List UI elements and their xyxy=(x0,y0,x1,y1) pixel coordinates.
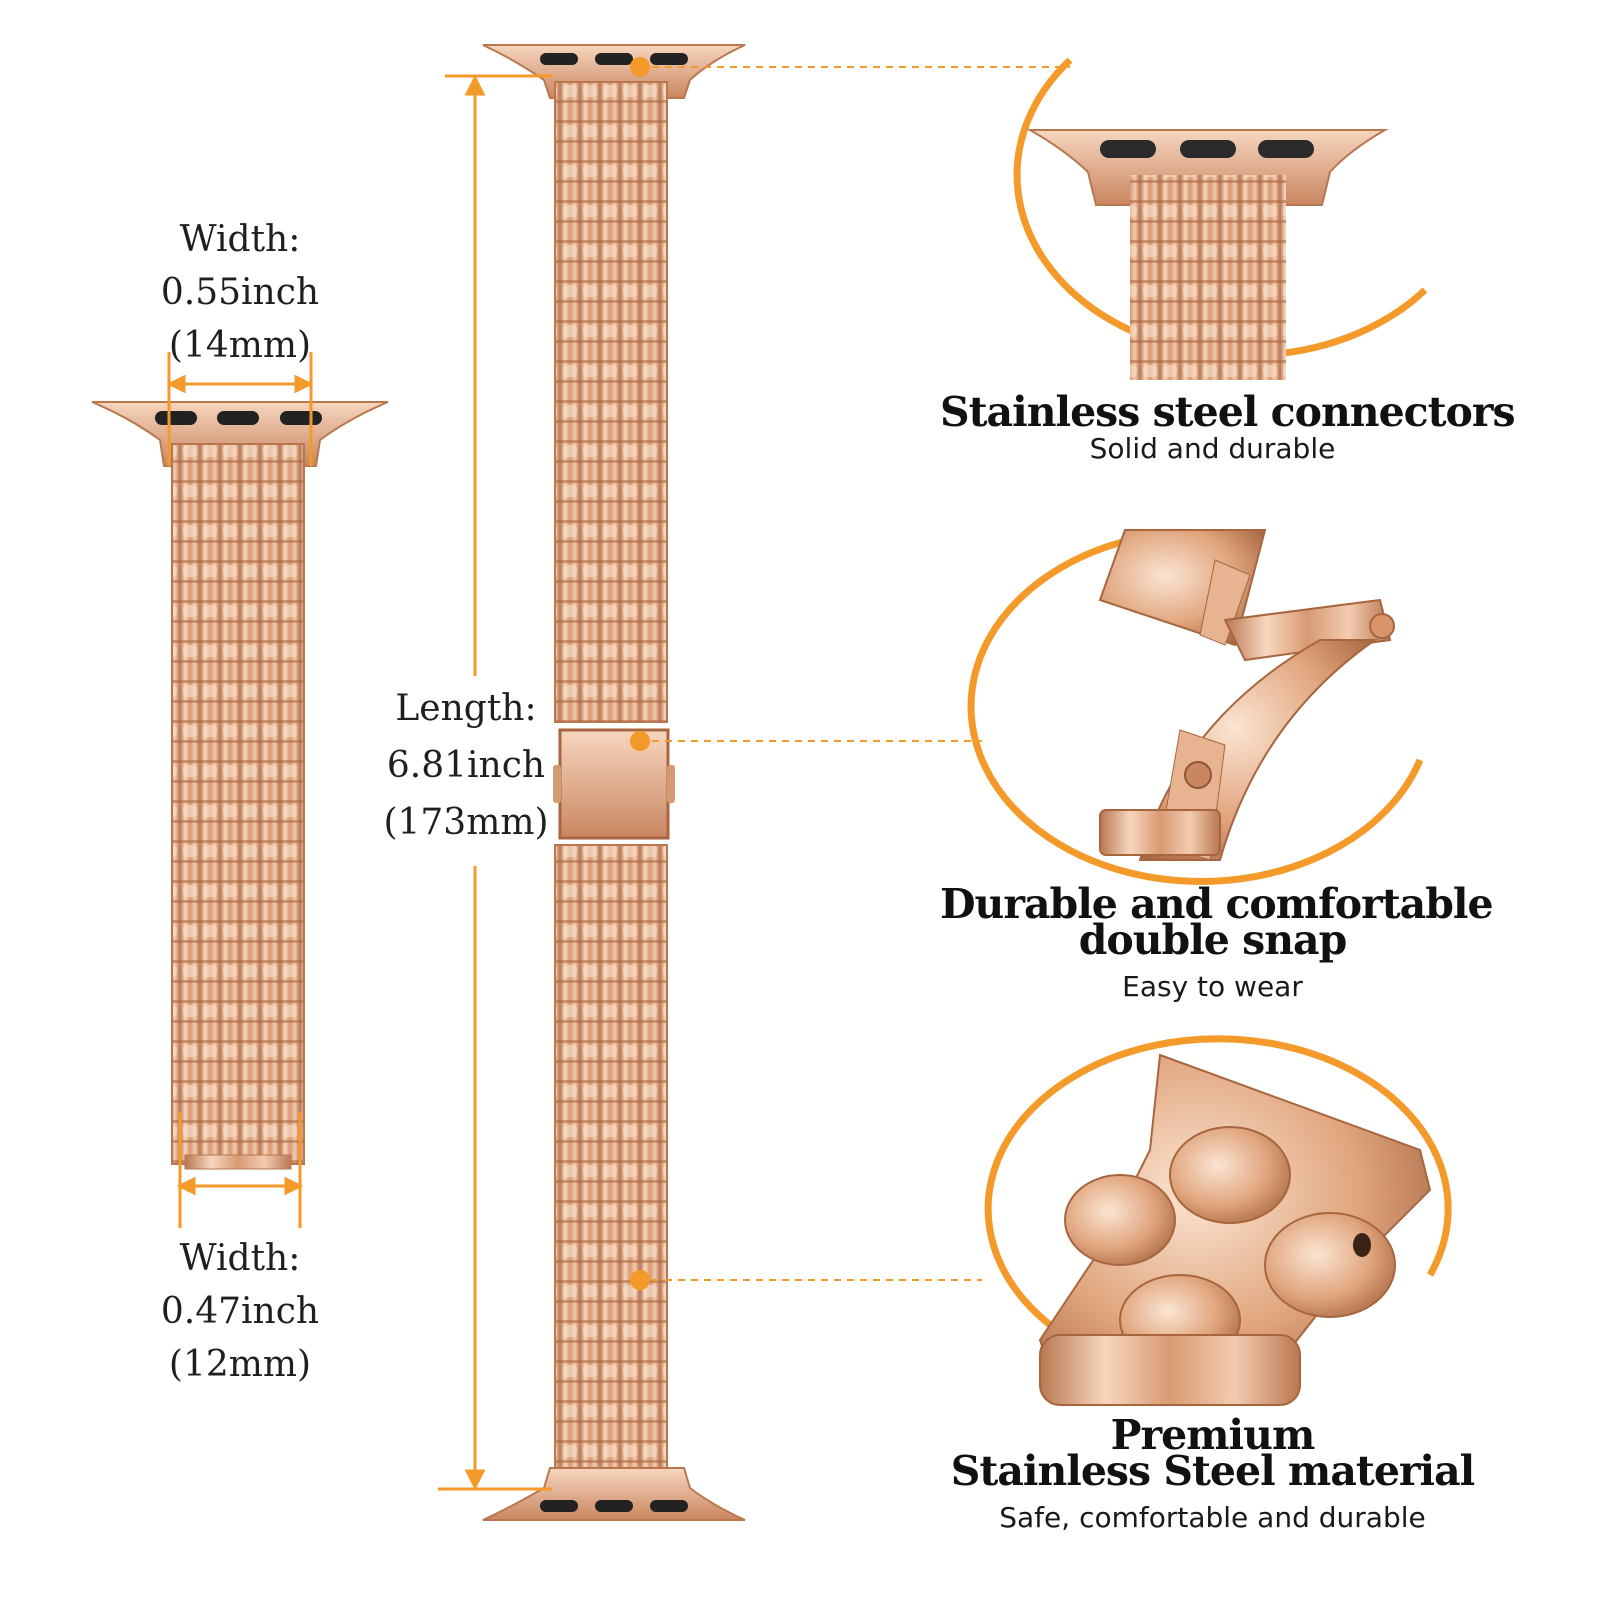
feature-clasp-title-line1: Durable and comfortable xyxy=(940,880,1494,928)
callout-dot-links xyxy=(630,1270,650,1290)
callout-leaders xyxy=(652,66,1070,1281)
top-width-label: Width: xyxy=(179,219,301,260)
length-inch: 6.81inch xyxy=(386,745,546,786)
left-band-links xyxy=(172,444,304,1164)
length-label: Length: xyxy=(395,688,537,729)
callout-dot-clasp xyxy=(630,731,650,751)
clasp-closeup xyxy=(967,529,1424,885)
center-clasp xyxy=(558,728,670,840)
bottom-width-dimension xyxy=(176,1112,304,1228)
top-width-dimension xyxy=(166,352,314,466)
bottom-width-text: Width: 0.47inch (12mm) xyxy=(140,1232,340,1391)
top-width-mm: (14mm) xyxy=(168,325,312,366)
connector-closeup xyxy=(1013,57,1428,380)
top-width-text: Width: 0.55inch (14mm) xyxy=(140,213,340,372)
feature-clasp-title-line2: double snap xyxy=(1078,916,1348,964)
center-band xyxy=(482,44,746,1521)
center-lower-links xyxy=(555,845,667,1473)
left-band xyxy=(91,401,389,1170)
links-closeup xyxy=(984,1035,1452,1406)
feature-connectors-subtitle: Solid and durable xyxy=(1089,432,1336,465)
top-width-inch: 0.55inch xyxy=(160,272,320,313)
feature-material-title-line2: Stainless Steel material xyxy=(950,1447,1475,1495)
length-dimension xyxy=(438,74,552,1491)
feature-connectors-title: Stainless steel connectors xyxy=(940,388,1516,436)
center-bottom-connector xyxy=(482,1467,746,1521)
bottom-width-inch: 0.47inch xyxy=(160,1291,320,1332)
center-upper-links xyxy=(555,82,667,722)
feature-clasp-subtitle: Easy to wear xyxy=(1122,970,1303,1003)
bottom-width-label: Width: xyxy=(179,1238,301,1279)
length-text: Length: 6.81inch (173mm) xyxy=(366,680,566,851)
callout-dot-connectors xyxy=(630,57,650,77)
bottom-width-mm: (12mm) xyxy=(168,1344,312,1385)
feature-material-title-line1: Premium xyxy=(1110,1411,1316,1459)
feature-material-subtitle: Safe, comfortable and durable xyxy=(999,1501,1426,1534)
length-mm: (173mm) xyxy=(383,802,549,843)
